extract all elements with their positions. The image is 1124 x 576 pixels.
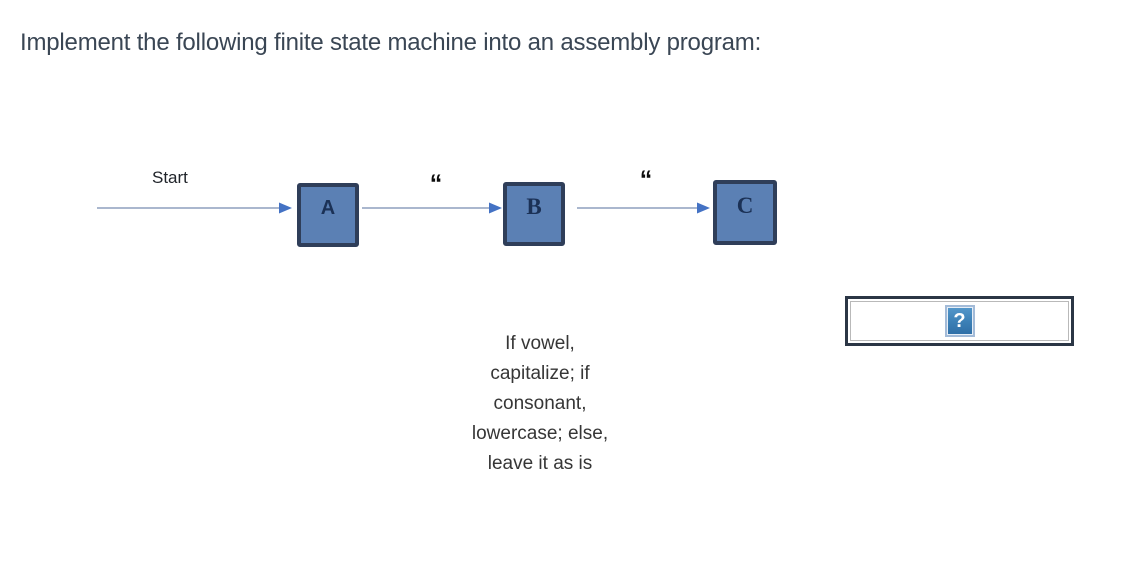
annotation-line: capitalize; if xyxy=(490,363,590,384)
state-a-label: A xyxy=(320,196,336,219)
broken-image-placeholder-inner: ? xyxy=(850,301,1069,341)
arrow-b-to-c-arrowhead-icon xyxy=(697,202,710,214)
annotation-line: lowercase; else, xyxy=(471,423,609,444)
state-node-b: B xyxy=(503,182,565,246)
annotation-line: leave it as is xyxy=(487,453,593,474)
transition-a-b-label: “ xyxy=(429,170,443,198)
state-node-c: C xyxy=(713,180,777,245)
transition-b-c-label: “ xyxy=(639,166,653,194)
state-b-label: B xyxy=(526,194,542,219)
question-mark-icon: ? xyxy=(944,305,975,337)
annotation-line: If vowel, xyxy=(505,333,575,354)
arrow-a-to-b-arrowhead-icon xyxy=(489,202,502,214)
start-transition-label: Start xyxy=(152,168,188,187)
state-b-annotation: If vowel, capitalize; if consonant, lowe… xyxy=(430,329,650,479)
start-arrowhead-icon xyxy=(279,202,292,214)
state-node-a: A xyxy=(297,183,359,247)
page-title: Implement the following finite state mac… xyxy=(20,29,762,56)
state-c-label: C xyxy=(736,192,754,218)
broken-image-placeholder: ? xyxy=(845,296,1074,346)
annotation-line: consonant, xyxy=(493,393,587,414)
question-mark-glyph: ? xyxy=(953,309,966,332)
